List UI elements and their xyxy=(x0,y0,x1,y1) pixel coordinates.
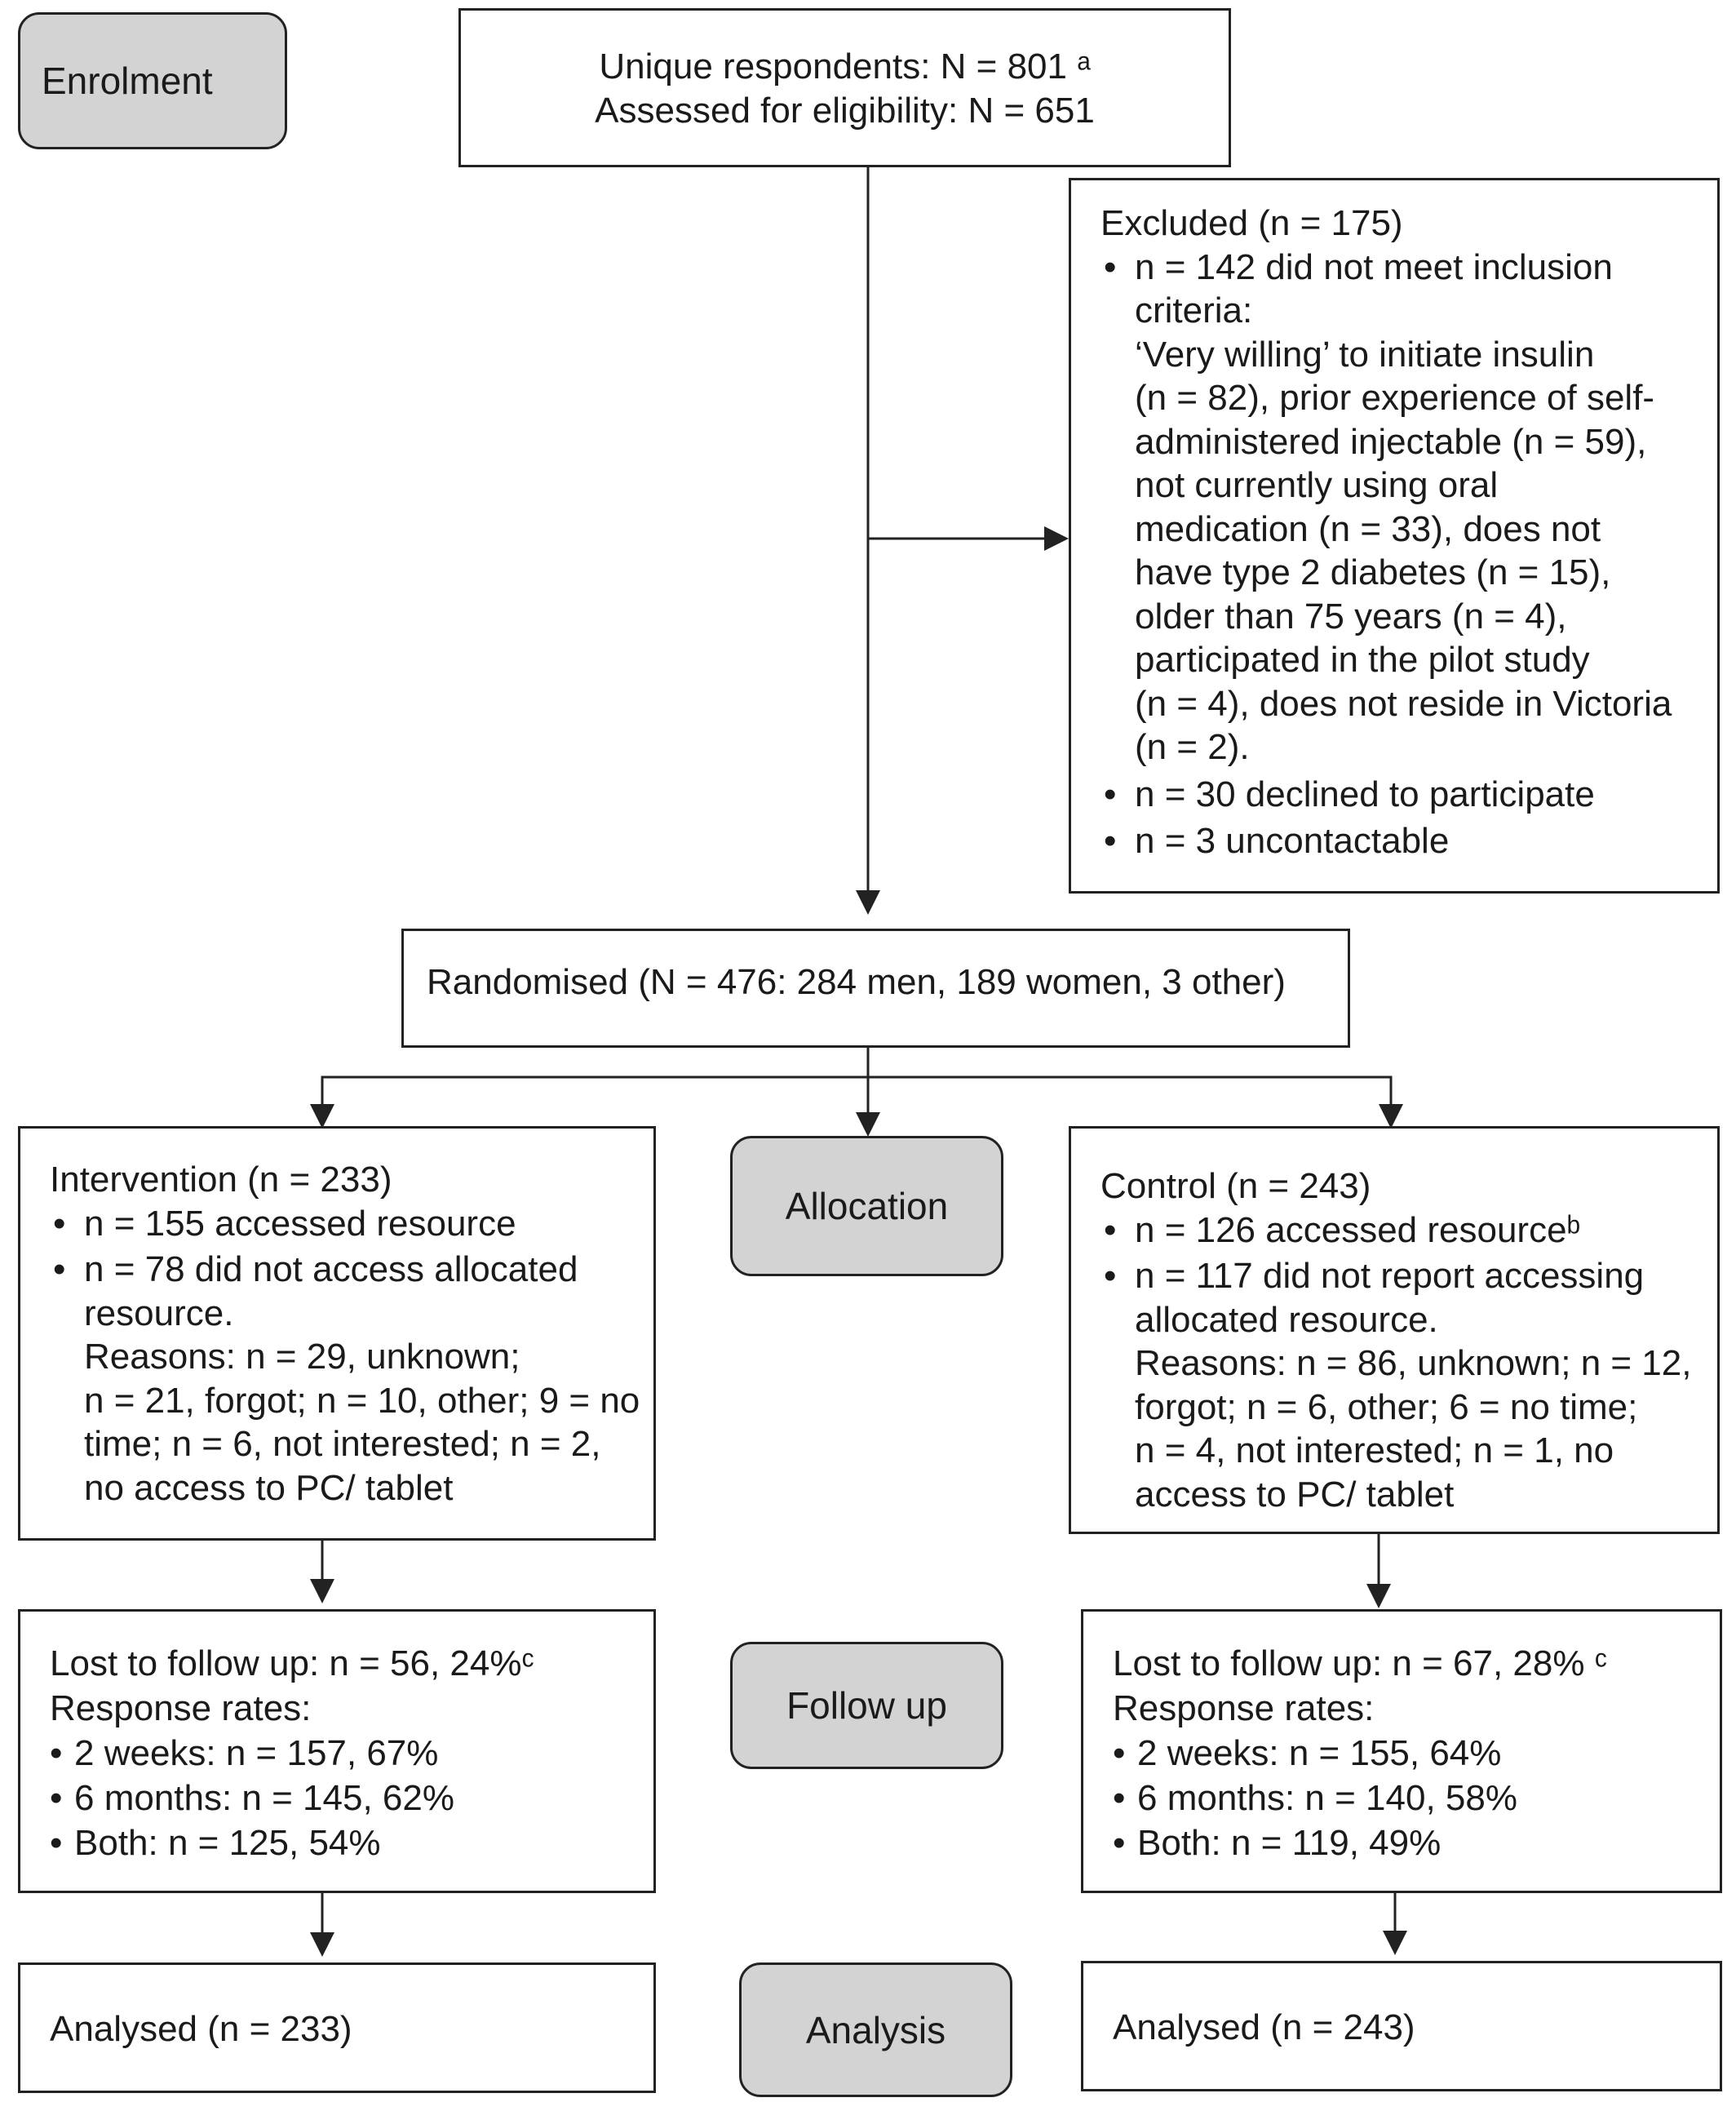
analysed-control-box: Analysed (n = 243) xyxy=(1081,1961,1722,2091)
lost-to-followup-right: Lost to follow up: n = 67, 28% ᶜ xyxy=(1113,1643,1608,1683)
analysed-left-text: Analysed (n = 233) xyxy=(50,2009,352,2049)
stage-enrolment: Enrolment xyxy=(18,12,287,149)
excluded-line: (n = 82), prior experience of self- xyxy=(1135,378,1655,418)
control-list: n = 126 accessed resourceᵇ n = 117 did n… xyxy=(1100,1209,1717,1517)
excluded-line: medication (n = 33), does not xyxy=(1135,508,1601,549)
response-rates-left: Response rates: xyxy=(50,1688,312,1728)
response-both-left: Both: n = 125, 54% xyxy=(50,1821,653,1865)
excluded-line: n = 142 did not meet inclusion xyxy=(1135,246,1613,287)
control-line: access to PC/ tablet xyxy=(1135,1474,1455,1515)
excluded-list: n = 142 did not meet inclusion criteria:… xyxy=(1100,246,1717,863)
intervention-line: Reasons: n = 29, unknown; xyxy=(84,1337,520,1377)
stage-allocation: Allocation xyxy=(730,1136,1003,1276)
response-both-right: Both: n = 119, 49% xyxy=(1113,1821,1720,1865)
response-rates-right: Response rates: xyxy=(1113,1688,1375,1728)
stage-analysis-label: Analysis xyxy=(805,2008,946,2051)
followup-control-box: Lost to follow up: n = 67, 28% ᶜ Respons… xyxy=(1081,1609,1722,1893)
randomised-box: Randomised (N = 476: 284 men, 189 women,… xyxy=(401,929,1350,1048)
intervention-line: n = 21, forgot; n = 10, other; 9 = no xyxy=(84,1380,640,1421)
control-accessed: n = 126 accessed resourceᵇ xyxy=(1100,1209,1717,1253)
response-2-weeks-left: 2 weeks: n = 157, 67% xyxy=(50,1731,653,1776)
analysed-intervention-box: Analysed (n = 233) xyxy=(18,1962,656,2093)
response-list-right: 2 weeks: n = 155, 64% 6 months: n = 140,… xyxy=(1113,1731,1720,1865)
excluded-line: administered injectable (n = 59), xyxy=(1135,421,1647,462)
eligibility-line: Assessed for eligibility: N = 651 xyxy=(595,90,1095,131)
control-line: forgot; n = 6, other; 6 = no time; xyxy=(1135,1386,1638,1427)
response-6-months-right: 6 months: n = 140, 58% xyxy=(1113,1776,1720,1821)
respondents-box: Unique respondents: N = 801 ᵃ Assessed f… xyxy=(458,8,1231,167)
intervention-not-accessed: n = 78 did not access allocated resource… xyxy=(50,1248,653,1510)
analysed-right-text: Analysed (n = 243) xyxy=(1113,2007,1415,2047)
stage-analysis: Analysis xyxy=(739,1962,1012,2097)
intervention-box: Intervention (n = 233) n = 155 accessed … xyxy=(18,1126,656,1541)
control-title: Control (n = 243) xyxy=(1100,1166,1371,1206)
control-box: Control (n = 243) n = 126 accessed resou… xyxy=(1069,1126,1720,1534)
control-line: n = 4, not interested; n = 1, no xyxy=(1135,1430,1614,1470)
excluded-bullet-uncontactable: n = 3 uncontactable xyxy=(1100,819,1717,863)
lost-to-followup-left: Lost to follow up: n = 56, 24%ᶜ xyxy=(50,1643,535,1683)
randomised-text: Randomised (N = 476: 284 men, 189 women,… xyxy=(427,962,1286,1002)
excluded-box: Excluded (n = 175) n = 142 did not meet … xyxy=(1069,178,1720,894)
excluded-line: participated in the pilot study xyxy=(1135,640,1590,680)
control-line: allocated resource. xyxy=(1135,1299,1438,1340)
excluded-line: older than 75 years (n = 4), xyxy=(1135,596,1567,636)
stage-follow-up-label: Follow up xyxy=(786,1684,947,1727)
excluded-line: ‘Very willing’ to initiate insulin xyxy=(1135,334,1595,375)
intervention-accessed: n = 155 accessed resource xyxy=(50,1202,653,1246)
control-not-accessed: n = 117 did not report accessing allocat… xyxy=(1100,1254,1717,1516)
intervention-list: n = 155 accessed resource n = 78 did not… xyxy=(50,1202,653,1510)
followup-intervention-box: Lost to follow up: n = 56, 24%ᶜ Response… xyxy=(18,1609,656,1893)
excluded-line: have type 2 diabetes (n = 15), xyxy=(1135,552,1611,592)
excluded-bullet-criteria: n = 142 did not meet inclusion criteria:… xyxy=(1100,246,1717,769)
response-6-months-left: 6 months: n = 145, 62% xyxy=(50,1776,653,1821)
stage-allocation-label: Allocation xyxy=(785,1185,949,1227)
excluded-line: (n = 4), does not reside in Victoria xyxy=(1135,683,1672,724)
excluded-bullet-declined: n = 30 declined to participate xyxy=(1100,773,1717,817)
control-line: n = 117 did not report accessing xyxy=(1135,1256,1645,1296)
intervention-line: no access to PC/ tablet xyxy=(84,1467,454,1508)
response-list-left: 2 weeks: n = 157, 67% 6 months: n = 145,… xyxy=(50,1731,653,1865)
intervention-line: time; n = 6, not interested; n = 2, xyxy=(84,1424,601,1464)
respondents-line: Unique respondents: N = 801 ᵃ xyxy=(599,47,1091,86)
intervention-title: Intervention (n = 233) xyxy=(50,1160,392,1200)
intervention-line: resource. xyxy=(84,1293,234,1333)
stage-enrolment-label: Enrolment xyxy=(42,60,213,102)
excluded-line: (n = 2). xyxy=(1135,727,1250,767)
excluded-line: criteria: xyxy=(1135,290,1253,330)
stage-follow-up: Follow up xyxy=(730,1642,1003,1769)
excluded-title: Excluded (n = 175) xyxy=(1100,203,1403,243)
excluded-line: not currently using oral xyxy=(1135,465,1499,505)
control-line: Reasons: n = 86, unknown; n = 12, xyxy=(1135,1343,1692,1383)
response-2-weeks-right: 2 weeks: n = 155, 64% xyxy=(1113,1731,1720,1776)
branch-bar xyxy=(321,1075,1393,1126)
intervention-line: n = 78 did not access allocated xyxy=(84,1249,578,1289)
